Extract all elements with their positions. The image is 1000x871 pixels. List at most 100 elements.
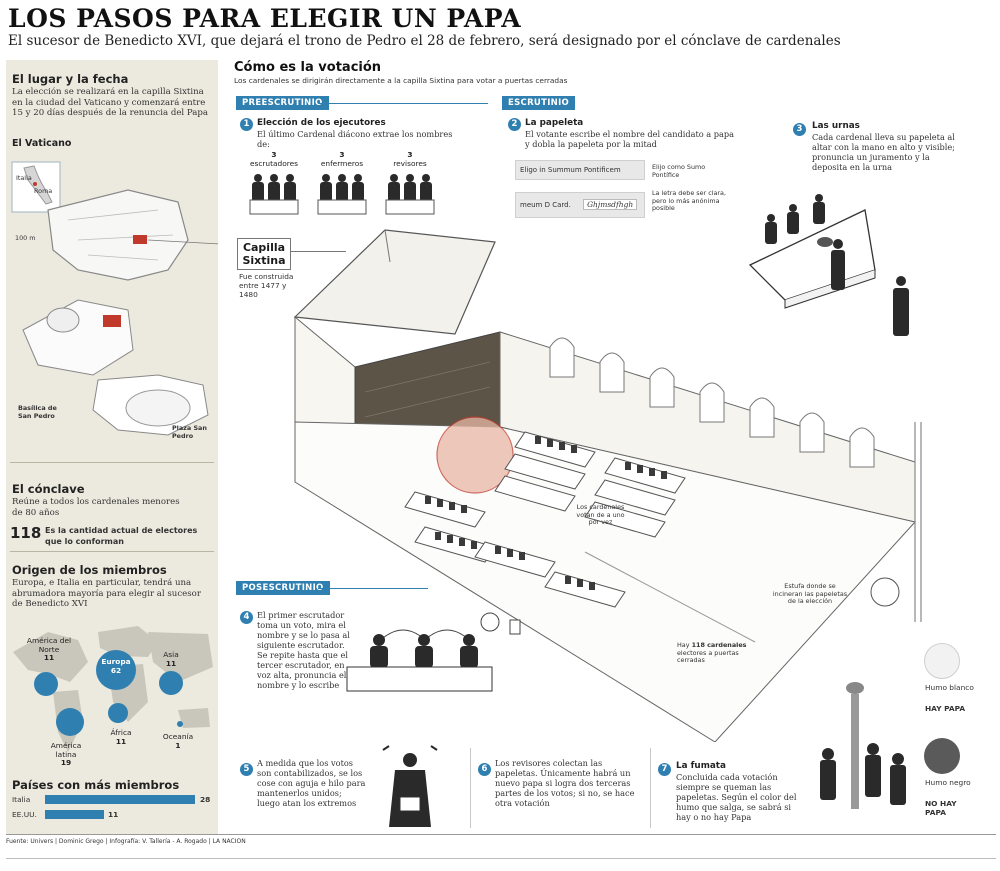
italy-shape bbox=[23, 165, 53, 205]
italia-label: Italia bbox=[16, 174, 32, 182]
sewing-cardinal-illustration bbox=[382, 745, 438, 827]
step-5-text: A medida que los votos son contabilizado… bbox=[257, 758, 366, 808]
altar-edge bbox=[784, 270, 876, 309]
roma-label: Roma bbox=[34, 187, 53, 195]
north-america-shape bbox=[13, 632, 88, 682]
stove-highlight bbox=[870, 577, 900, 607]
bottom-rule bbox=[6, 858, 996, 859]
step-1-text: El último Cardenal diácono extrae los no… bbox=[257, 129, 453, 149]
seated-cardinals bbox=[425, 436, 667, 590]
country-usa-label: EE.UU. bbox=[12, 810, 37, 819]
step-7-number: 7 bbox=[658, 763, 671, 776]
basilica-dome bbox=[46, 307, 80, 333]
chapel-vote-note: Los cardenales votan de a uno por vez bbox=[576, 503, 625, 527]
plaza-ellipse bbox=[125, 389, 191, 427]
ballot-note-2: La letra debe ser clara, pero lo más anó… bbox=[652, 189, 727, 213]
chapel-cardinals-note: Hay 118 cardenales electores a puertas c… bbox=[677, 641, 747, 665]
country-italia-value: 28 bbox=[200, 795, 211, 804]
step-5-number: 5 bbox=[240, 763, 253, 776]
chapel-pointer bbox=[291, 251, 346, 252]
scrutineer-table bbox=[346, 666, 493, 692]
step-6-number: 6 bbox=[478, 763, 491, 776]
vatican-outline bbox=[47, 189, 189, 281]
black-smoke-label: Humo negro bbox=[925, 778, 971, 787]
voting-altar-highlight bbox=[436, 416, 514, 494]
voting-subheading: Los cardenales se dirigirán directamente… bbox=[234, 76, 568, 85]
voting-heading: Cómo es la votación bbox=[234, 60, 382, 75]
cardinals-groups-illustration bbox=[249, 174, 435, 215]
divider bbox=[650, 748, 651, 828]
divider bbox=[10, 551, 214, 552]
ballot-line-2: meum D Card. Ghjmsdfhgh bbox=[515, 192, 645, 218]
step-7-text: Concluida cada votación siempre se quema… bbox=[676, 772, 797, 822]
asia-shape bbox=[148, 632, 213, 682]
pointer-line bbox=[147, 239, 218, 245]
ballot-line-1: Eligo in Summum Pontificem bbox=[515, 160, 645, 180]
black-smoke-swatch bbox=[924, 738, 960, 774]
step-7-title: La fumata bbox=[676, 761, 726, 771]
conclave-heading: El cónclave bbox=[12, 482, 85, 496]
world-map bbox=[13, 626, 213, 752]
chapel-windows bbox=[549, 337, 875, 468]
origin-text: Europa, e Italia en particular, tendrá u… bbox=[12, 578, 201, 609]
pass-arrows bbox=[382, 629, 468, 639]
stove-pipe bbox=[914, 422, 922, 622]
step-3-number: 3 bbox=[793, 123, 806, 136]
ballot-signature: Ghjmsdfhgh bbox=[583, 199, 638, 210]
step-2-text: El votante escribe el nombre del candida… bbox=[525, 129, 735, 149]
label-escrutinio: ESCRUTINIO bbox=[502, 96, 576, 110]
urn-altar-illustration bbox=[748, 194, 909, 336]
smoke-puff bbox=[846, 682, 864, 694]
place-text: La elección se realizará en la capilla S… bbox=[12, 87, 209, 118]
bubble-north-america bbox=[34, 672, 58, 696]
sistine-highlight bbox=[133, 235, 147, 244]
black-smoke-result: NO HAY PAPA bbox=[925, 799, 957, 817]
step-6-text: Los revisores colectan las papeletas. Ún… bbox=[495, 758, 635, 808]
bubble-latin-america bbox=[56, 708, 84, 736]
pill-line bbox=[318, 588, 428, 589]
bubble-oceania bbox=[177, 721, 183, 727]
step-4-number: 4 bbox=[240, 611, 253, 624]
footer-divider bbox=[6, 834, 996, 835]
fumata-cardinals bbox=[820, 743, 906, 805]
fresco-detail bbox=[364, 361, 491, 418]
origin-heading: Origen de los miembros bbox=[12, 563, 167, 577]
chapel-screen bbox=[584, 551, 756, 643]
chapel-red-block bbox=[103, 315, 121, 327]
step-1-title: Elección de los ejecutores bbox=[257, 118, 386, 128]
pill-line bbox=[318, 103, 488, 104]
cardinal-figures bbox=[252, 174, 432, 202]
step-3-text: Cada cardenal lleva su papeleta al altar… bbox=[812, 132, 955, 172]
sistine-chapel-illustration bbox=[293, 229, 922, 742]
speech-bubble bbox=[480, 612, 500, 632]
europe-shape bbox=[98, 626, 158, 657]
rome-dot bbox=[33, 182, 37, 186]
place-heading: El lugar y la fecha bbox=[12, 72, 129, 86]
bubble-europe bbox=[96, 650, 136, 690]
vatican-map-illustration bbox=[11, 161, 218, 436]
chapel-name-box: Capilla Sixtina bbox=[237, 238, 291, 270]
scrutineers-illustration bbox=[346, 612, 521, 692]
vatican-streets bbox=[67, 209, 174, 261]
divider bbox=[10, 462, 214, 463]
white-smoke-result: HAY PAPA bbox=[925, 704, 966, 713]
step-2-title: La papeleta bbox=[525, 118, 584, 128]
electors-number: 118 bbox=[10, 524, 42, 542]
urn bbox=[817, 237, 833, 247]
vatican-heading: El Vaticano bbox=[12, 138, 72, 149]
bubble-asia bbox=[159, 671, 183, 695]
ballot-note-1: Elijo como Sumo Pontífice bbox=[652, 163, 706, 179]
step-2-number: 2 bbox=[508, 118, 521, 131]
country-usa-value: 11 bbox=[108, 810, 119, 819]
label-preescrutinio: PREESCRUTINIO bbox=[236, 96, 329, 110]
roof-beam bbox=[384, 229, 391, 263]
electors-text: Es la cantidad actual de electores que l… bbox=[45, 526, 198, 546]
step-1-number: 1 bbox=[240, 118, 253, 131]
